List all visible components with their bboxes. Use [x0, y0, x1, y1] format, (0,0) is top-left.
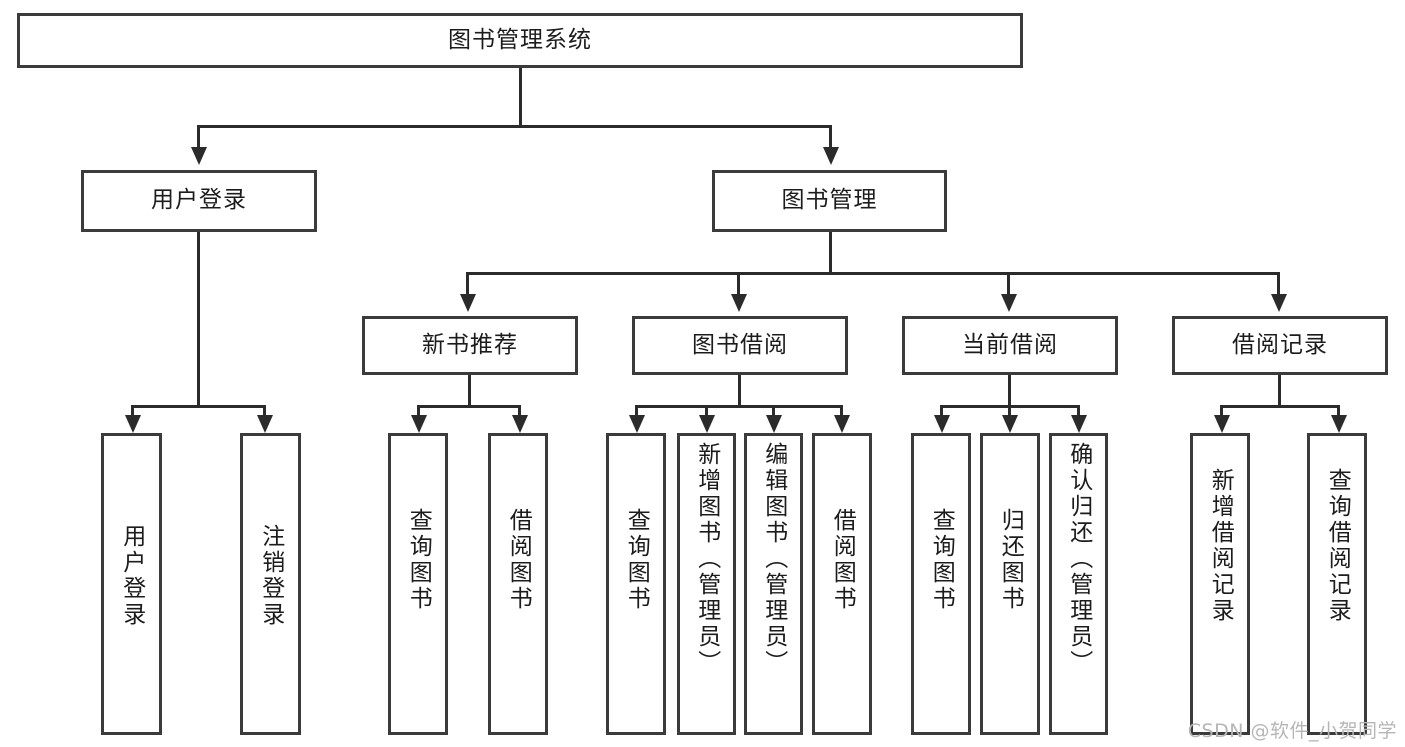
connector-user-login-drop-1 [131, 405, 134, 417]
connector-cb-drop-3 [1077, 405, 1080, 417]
arrow-to-leaf-b-borrow [834, 415, 850, 433]
node-new-book-recommendation[interactable]: 新书推荐 [362, 316, 578, 375]
arrow-to-leaf-user-login [125, 415, 141, 433]
node-label: 新增借阅记录 [1207, 468, 1234, 624]
node-label: 当前借阅 [962, 331, 1058, 358]
node-borrow-record[interactable]: 借阅记录 [1172, 316, 1388, 375]
node-label: 查询借阅记录 [1324, 468, 1351, 624]
arrow-to-book-borrow [731, 294, 747, 312]
node-user-login[interactable]: 用户登录 [81, 170, 317, 232]
node-leaf-record-query-record[interactable]: 查询借阅记录 [1307, 433, 1367, 735]
node-label: 查询图书 [928, 508, 955, 612]
connector-book-management-bus [466, 272, 1280, 275]
arrow-to-user-login [191, 147, 207, 165]
node-label: 确认归还（管理员） [1065, 442, 1092, 676]
node-label: 图书借阅 [692, 331, 788, 358]
connector-user-login-drop-2 [263, 405, 266, 417]
connector-book-borrow-bus [635, 405, 843, 408]
connector-book-borrow-stem [738, 375, 741, 405]
connector-user-login-stem [197, 232, 200, 405]
connector-br-drop-1 [1220, 405, 1223, 417]
arrow-to-leaf-r-add [1214, 415, 1230, 433]
node-label: 查询图书 [405, 508, 432, 612]
connector-cb-drop-2 [1008, 405, 1011, 417]
connector-book-management-stem [829, 232, 832, 272]
arrow-to-leaf-b-add [699, 415, 715, 433]
node-leaf-newbook-borrow-book[interactable]: 借阅图书 [488, 433, 548, 735]
node-leaf-borrow-add-book-admin[interactable]: 新增图书（管理员） [677, 433, 736, 735]
arrow-to-book-management [823, 147, 839, 165]
arrow-to-leaf-b-edit [766, 415, 782, 433]
node-leaf-borrow-borrow-book[interactable]: 借阅图书 [812, 433, 872, 735]
arrow-to-borrow-record [1271, 294, 1287, 312]
arrow-to-leaf-c-confirm [1071, 415, 1087, 433]
node-label: 归还图书 [997, 508, 1024, 612]
node-book-borrow[interactable]: 图书借阅 [632, 316, 848, 375]
csdn-watermark: CSDN @软件_小贺同学 [1187, 720, 1397, 742]
node-label: 新书推荐 [422, 331, 518, 358]
connector-root-drop-left [197, 125, 200, 149]
connector-new-book-stem [468, 375, 471, 405]
arrow-to-leaf-nb-query [411, 415, 427, 433]
node-leaf-current-query-book[interactable]: 查询图书 [911, 433, 971, 735]
node-leaf-current-confirm-return-admin[interactable]: 确认归还（管理员） [1049, 433, 1108, 735]
node-leaf-logout[interactable]: 注销登录 [240, 433, 301, 735]
node-leaf-borrow-edit-book-admin[interactable]: 编辑图书（管理员） [744, 433, 803, 735]
arrow-to-leaf-r-query [1331, 415, 1347, 433]
node-label: 借阅记录 [1232, 331, 1328, 358]
connector-current-borrow-stem [1008, 375, 1011, 405]
node-leaf-newbook-query-book[interactable]: 查询图书 [388, 433, 448, 735]
node-label: 查询图书 [623, 508, 650, 612]
connector-bm-drop-1 [466, 272, 469, 296]
connector-bb-drop-1 [635, 405, 638, 417]
node-leaf-user-login[interactable]: 用户登录 [101, 433, 162, 735]
arrow-to-leaf-logout [257, 415, 273, 433]
arrow-to-current-borrow [1001, 294, 1017, 312]
node-current-borrow[interactable]: 当前借阅 [902, 316, 1118, 375]
node-book-management[interactable]: 图书管理 [712, 170, 947, 232]
arrow-to-leaf-c-return [1002, 415, 1018, 433]
connector-bm-drop-3 [1007, 272, 1010, 296]
arrow-to-leaf-nb-borrow [512, 415, 528, 433]
node-label: 注销登录 [257, 524, 284, 628]
node-label: 编辑图书（管理员） [760, 442, 787, 676]
node-leaf-borrow-query-book[interactable]: 查询图书 [606, 433, 666, 735]
connector-borrow-record-bus [1220, 405, 1340, 408]
node-label: 图书管理 [781, 187, 878, 214]
connector-root-stem [519, 68, 522, 125]
connector-root-bus [197, 125, 832, 128]
connector-nb-drop-1 [417, 405, 420, 417]
arrow-to-new-book [460, 294, 476, 312]
node-label: 图书管理系统 [448, 26, 592, 53]
node-leaf-current-return-book[interactable]: 归还图书 [980, 433, 1040, 735]
node-label: 用户登录 [118, 524, 145, 628]
connector-bb-drop-3 [772, 405, 775, 417]
connector-bm-drop-4 [1277, 272, 1280, 296]
connector-bb-drop-4 [840, 405, 843, 417]
node-label: 用户登录 [151, 187, 247, 214]
node-label: 借阅图书 [505, 508, 532, 612]
connector-cb-drop-1 [940, 405, 943, 417]
arrow-to-leaf-b-query [629, 415, 645, 433]
node-label: 新增图书（管理员） [693, 442, 720, 676]
connector-root-drop-right [829, 125, 832, 149]
arrow-to-leaf-c-query [934, 415, 950, 433]
connector-br-drop-2 [1337, 405, 1340, 417]
connector-user-login-bus [131, 405, 266, 408]
connector-bm-drop-2 [737, 272, 740, 296]
node-root-book-management-system[interactable]: 图书管理系统 [17, 13, 1023, 68]
connector-nb-drop-2 [518, 405, 521, 417]
connector-new-book-bus [417, 405, 521, 408]
connector-borrow-record-stem [1278, 375, 1281, 405]
node-label: 借阅图书 [829, 508, 856, 612]
node-leaf-record-add-record[interactable]: 新增借阅记录 [1190, 433, 1250, 735]
connector-bb-drop-2 [705, 405, 708, 417]
